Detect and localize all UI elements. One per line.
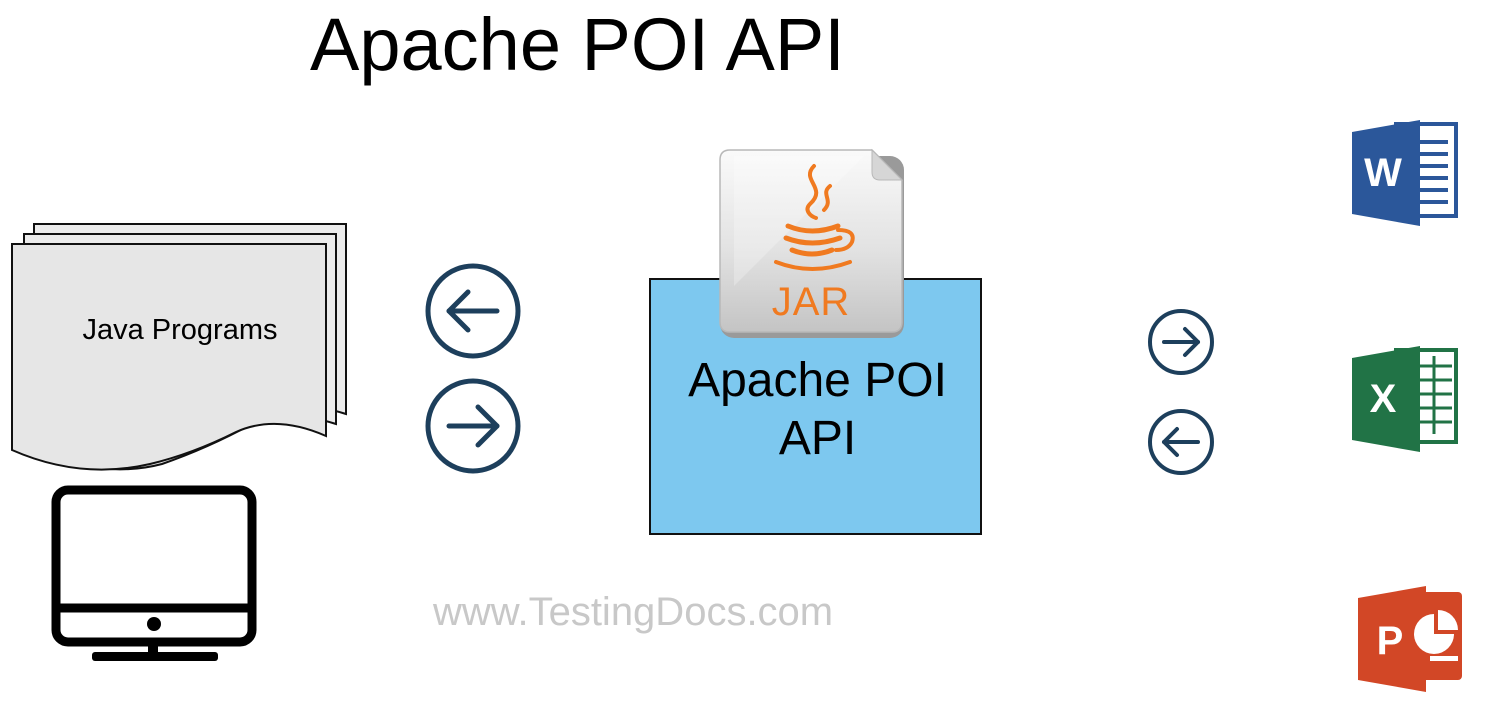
arrow-left-circle-icon	[425, 263, 521, 359]
page-title: Apache POI API	[310, 3, 845, 86]
arrow-right-circle-icon	[1148, 309, 1214, 375]
arrow-left-circle-icon	[1148, 409, 1214, 475]
java-programs-label: Java Programs	[82, 314, 278, 346]
svg-text:X: X	[1370, 377, 1397, 421]
word-icon: W	[1352, 120, 1458, 226]
watermark: www.TestingDocs.com	[433, 590, 834, 634]
document-stack-icon	[11, 223, 347, 471]
jar-file-icon	[719, 148, 904, 338]
svg-text:W: W	[1364, 151, 1402, 195]
desktop-monitor-icon	[51, 485, 257, 661]
api-label-line1: Apache POI	[688, 354, 947, 407]
powerpoint-icon: P	[1358, 586, 1462, 692]
jar-label: JAR	[771, 280, 851, 324]
svg-text:P: P	[1377, 619, 1404, 663]
excel-icon: X	[1352, 346, 1458, 452]
apache-poi-api-label: Apache POI API	[651, 352, 984, 468]
arrow-right-circle-icon	[425, 378, 521, 474]
api-label-line2: API	[778, 412, 857, 465]
